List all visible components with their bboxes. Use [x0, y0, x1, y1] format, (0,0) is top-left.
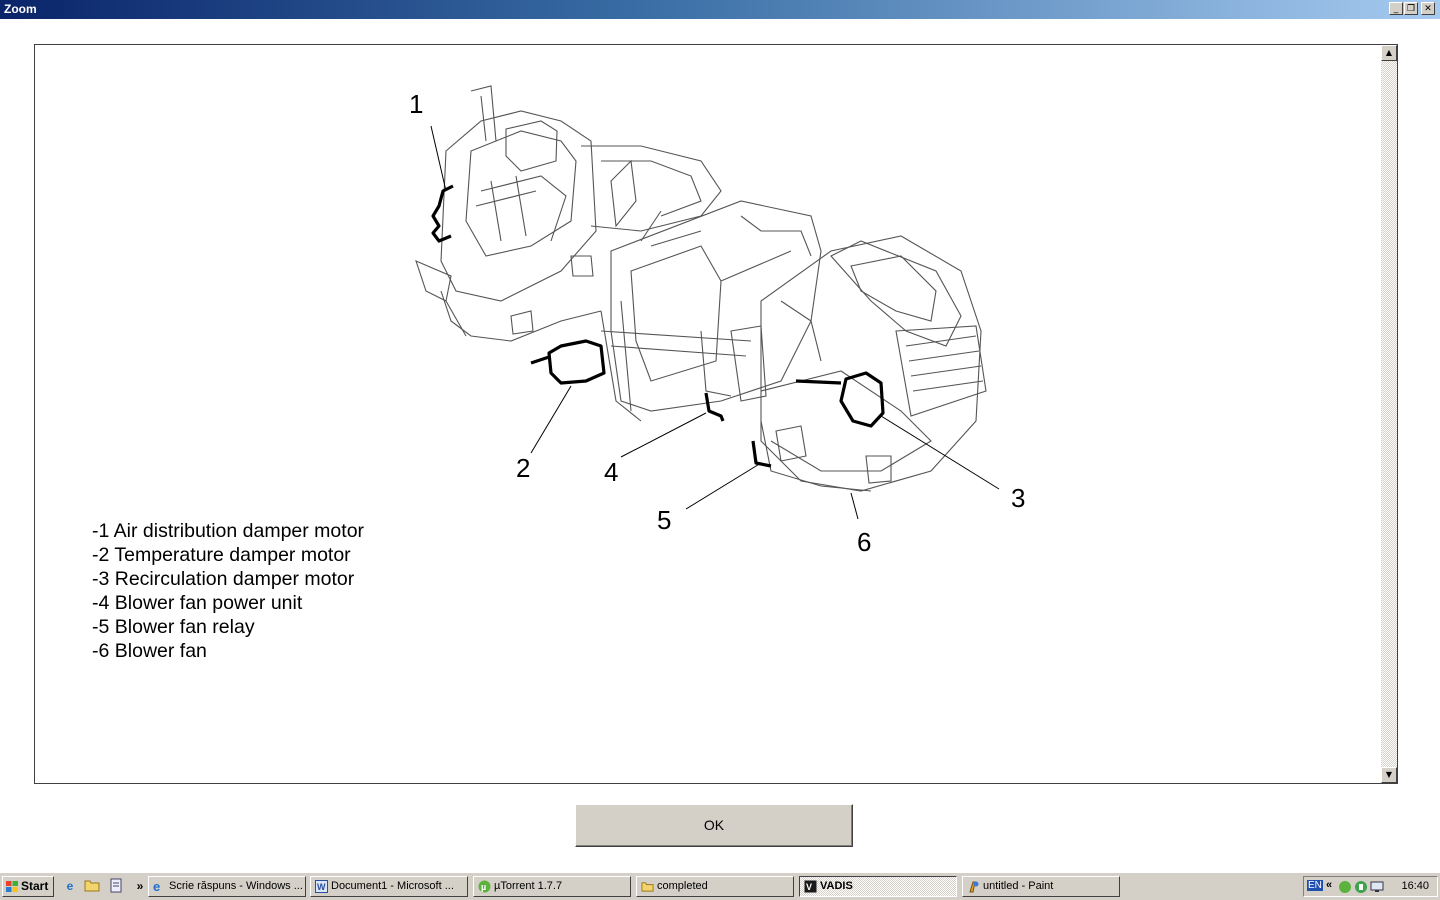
- vadis-icon: V: [804, 880, 817, 893]
- legend-item: -2 Temperature damper motor: [92, 544, 351, 566]
- scroll-down-icon[interactable]: ▼: [1381, 767, 1397, 783]
- legend-item: -6 Blower fan: [92, 640, 207, 662]
- task-vadis[interactable]: V VADIS: [799, 876, 957, 897]
- system-tray: EN « 16:40: [1303, 876, 1438, 897]
- task-label: µTorrent 1.7.7: [494, 880, 563, 892]
- utorrent-tray-icon[interactable]: [1338, 880, 1352, 894]
- minimize-button[interactable]: _: [1389, 2, 1403, 15]
- document-icon[interactable]: [108, 878, 124, 894]
- language-indicator[interactable]: EN: [1307, 880, 1323, 891]
- ie-icon: e: [153, 879, 161, 894]
- quicklaunch-overflow-icon[interactable]: »: [136, 879, 144, 893]
- callout-1: 1: [409, 89, 423, 119]
- callout-3: 3: [1011, 483, 1025, 513]
- task-label: VADIS: [820, 880, 853, 892]
- ie-icon[interactable]: e: [66, 879, 74, 893]
- callout-4: 4: [604, 457, 618, 487]
- legend-item: -4 Blower fan power unit: [92, 592, 303, 614]
- task-label: Document1 - Microsoft ...: [331, 880, 454, 892]
- network-tray-icon[interactable]: [1354, 880, 1368, 894]
- hvac-unit-diagram: 1 2 3 4 5 6: [409, 85, 1025, 557]
- task-paint[interactable]: untitled - Paint: [962, 876, 1120, 897]
- taskbar: Start e » e Scrie răspuns - Windows ... …: [0, 872, 1440, 900]
- task-label: Scrie răspuns - Windows ...: [169, 880, 303, 892]
- callout-2: 2: [516, 453, 530, 483]
- tray-expand-icon[interactable]: «: [1326, 879, 1333, 891]
- task-utorrent[interactable]: µ µTorrent 1.7.7: [473, 876, 631, 897]
- scroll-up-icon[interactable]: ▲: [1381, 45, 1397, 61]
- legend-item: -3 Recirculation damper motor: [92, 568, 355, 590]
- start-button[interactable]: Start: [2, 876, 54, 897]
- monitor-tray-icon[interactable]: [1370, 880, 1384, 894]
- start-label: Start: [21, 879, 49, 893]
- component-legend: -1 Air distribution damper motor -2 Temp…: [92, 519, 364, 663]
- folder-icon[interactable]: [84, 878, 100, 894]
- utorrent-icon: µ: [478, 880, 491, 893]
- task-ie[interactable]: e Scrie răspuns - Windows ...: [148, 876, 306, 897]
- paint-icon: [969, 881, 979, 893]
- svg-text:V: V: [806, 882, 812, 892]
- ok-button[interactable]: OK: [575, 804, 853, 847]
- svg-text:µ: µ: [481, 882, 486, 892]
- folder-icon: [641, 882, 654, 892]
- callout-6: 6: [857, 527, 871, 557]
- task-label: untitled - Paint: [983, 880, 1054, 892]
- vertical-scrollbar[interactable]: ▲ ▼: [1381, 45, 1397, 783]
- image-viewer: 1 2 3 4 5 6 -1 Air distribution damper m…: [34, 44, 1398, 784]
- svg-text:W: W: [317, 882, 326, 892]
- task-word[interactable]: W Document1 - Microsoft ...: [310, 876, 468, 897]
- word-icon: W: [315, 880, 328, 893]
- title-bar[interactable]: Zoom _ ❐ ✕: [0, 0, 1440, 19]
- clock[interactable]: 16:40: [1401, 880, 1429, 892]
- restore-button[interactable]: ❐: [1404, 2, 1418, 15]
- task-completed[interactable]: completed: [636, 876, 794, 897]
- callout-5: 5: [657, 505, 671, 535]
- windows-logo-icon: [6, 881, 18, 892]
- task-label: completed: [657, 880, 708, 892]
- legend-item: -5 Blower fan relay: [92, 616, 255, 638]
- close-button[interactable]: ✕: [1421, 2, 1435, 15]
- window-title: Zoom: [4, 2, 37, 16]
- legend-item: -1 Air distribution damper motor: [92, 520, 365, 542]
